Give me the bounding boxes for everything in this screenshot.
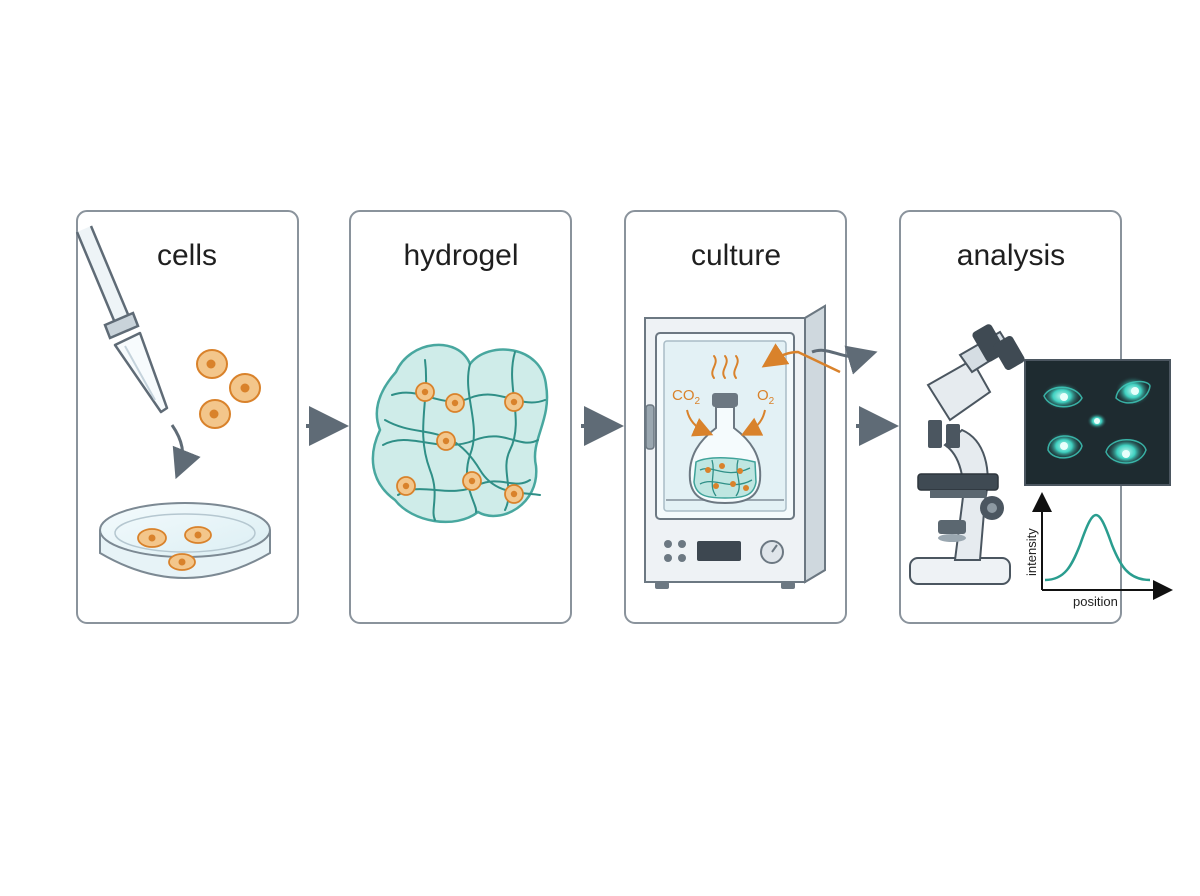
micrograph-image: [1024, 359, 1171, 486]
intensity-plot: intensity position: [1024, 492, 1173, 609]
panel-cells: cells: [75, 210, 299, 624]
y-axis-label: intensity: [1024, 528, 1039, 576]
o2-label: O2: [757, 387, 775, 407]
panel-title-culture: culture: [691, 239, 781, 272]
panel-title-analysis: analysis: [957, 239, 1065, 272]
panel-hydrogel: hydrogel: [349, 210, 572, 624]
petri-dish-icon: [99, 502, 271, 579]
microscope-icon: [909, 324, 1025, 585]
pipette-to-dish-arrow: [170, 424, 201, 480]
intensity-curve: [1044, 513, 1151, 582]
cell-icon: [196, 349, 228, 379]
panel-analysis: analysis: [899, 210, 1173, 624]
panel-culture: culture: [624, 210, 878, 624]
cell-icon: [199, 399, 231, 429]
hydrogel-blob-icon: [371, 343, 549, 524]
panel-title-hydrogel: hydrogel: [403, 239, 518, 272]
cell-icon: [229, 373, 261, 403]
pipette-icon: [75, 225, 169, 414]
co2-label: CO2: [672, 387, 701, 407]
x-axis-label: position: [1073, 594, 1118, 609]
flask-icon: [688, 393, 762, 505]
panel-title-cells: cells: [157, 239, 217, 272]
incubator-icon: CO2 O2: [644, 304, 878, 589]
